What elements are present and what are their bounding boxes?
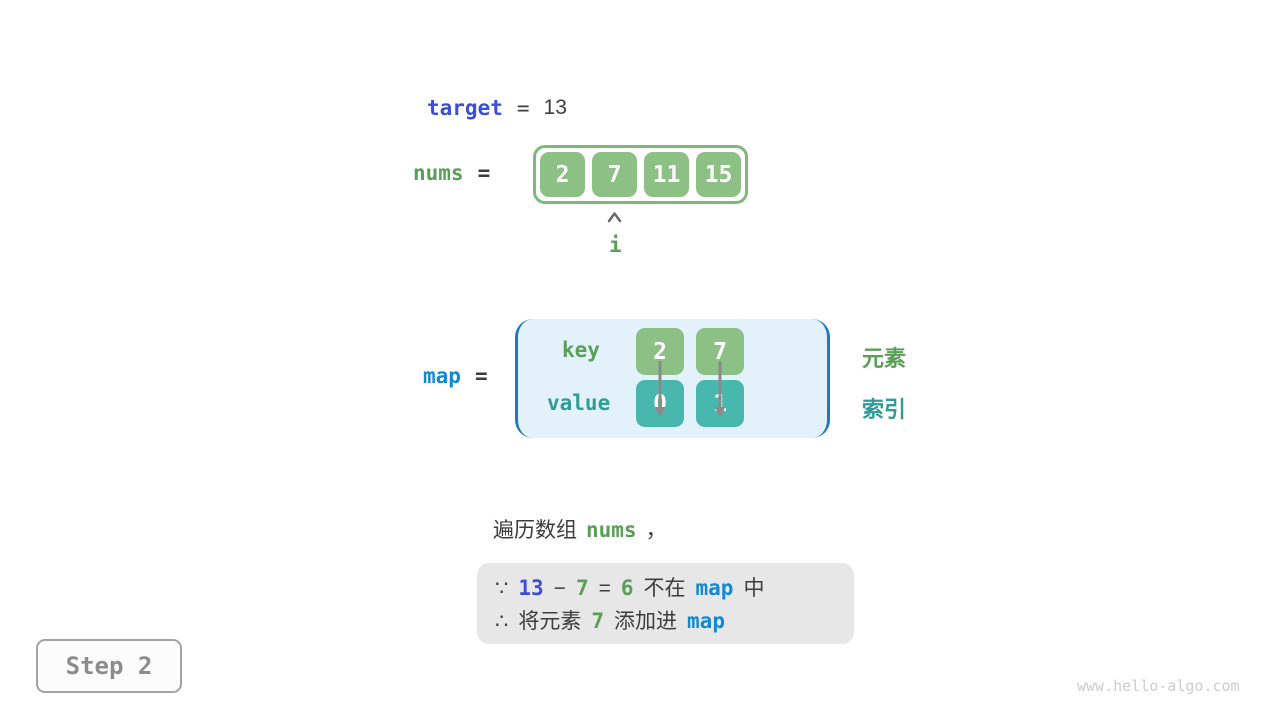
step-badge: Step 2	[36, 639, 182, 693]
therefore-symbol: ∴	[495, 610, 509, 633]
minus-sign: −	[553, 577, 566, 600]
index-pointer-label: i	[609, 233, 622, 257]
target-value-token: 13	[518, 576, 544, 600]
nums-equals-sign: =	[477, 161, 491, 185]
map-value-row-label: value	[547, 391, 611, 415]
traverse-caption: 遍历数组 nums ，	[493, 514, 667, 544]
element-value-token: 7	[591, 609, 605, 633]
map-assignment-label: map =	[423, 364, 488, 388]
note-line-therefore: ∴ 将元素 7 添加进 map	[495, 605, 836, 635]
target-label: target	[427, 96, 503, 120]
map-token: map	[687, 609, 725, 633]
nums-array-cell: 7	[592, 152, 637, 197]
difference-token: 6	[620, 576, 634, 600]
element-label: 元素	[862, 346, 907, 371]
map-token: map	[695, 576, 734, 600]
equals-sign: =	[598, 577, 611, 600]
target-equals-sign: =	[516, 96, 530, 120]
nums-label: nums	[413, 161, 464, 185]
caption-code-nums: nums	[586, 518, 637, 542]
nums-array-cell: 11	[644, 152, 689, 197]
nums-array: 2 7 11 15	[533, 145, 748, 204]
index-pointer-caret-icon	[607, 212, 622, 223]
nums-array-cell: 15	[696, 152, 741, 197]
map-label: map	[423, 364, 461, 388]
reasoning-note-box: ∵ 13 − 7 = 6 不在 map 中 ∴ 将元素 7 添加进 map	[477, 563, 854, 644]
watermark: www.hello-algo.com	[1077, 677, 1240, 695]
map-equals-sign: =	[474, 364, 488, 388]
in-suffix-text: 中	[743, 577, 765, 600]
add-into-text: 添加进	[614, 610, 678, 633]
map-key-row-label: key	[562, 338, 600, 362]
index-label: 索引	[862, 397, 907, 422]
nums-assignment-label: nums =	[413, 161, 490, 185]
caption-prefix: 遍历数组	[493, 519, 577, 542]
note-line-because: ∵ 13 − 7 = 6 不在 map 中	[495, 572, 836, 602]
because-symbol: ∵	[495, 577, 509, 600]
key-to-value-arrows-icon	[654, 361, 726, 417]
target-assignment: target = 13	[413, 96, 567, 120]
add-element-text: 将元素	[518, 610, 582, 633]
not-in-text: 不在	[643, 577, 686, 600]
nums-array-cell: 2	[540, 152, 585, 197]
caption-comma: ，	[645, 519, 667, 542]
map-container: key value 2 7 0 1	[515, 319, 830, 438]
target-value: 13	[543, 96, 567, 119]
current-element-token: 7	[575, 576, 589, 600]
